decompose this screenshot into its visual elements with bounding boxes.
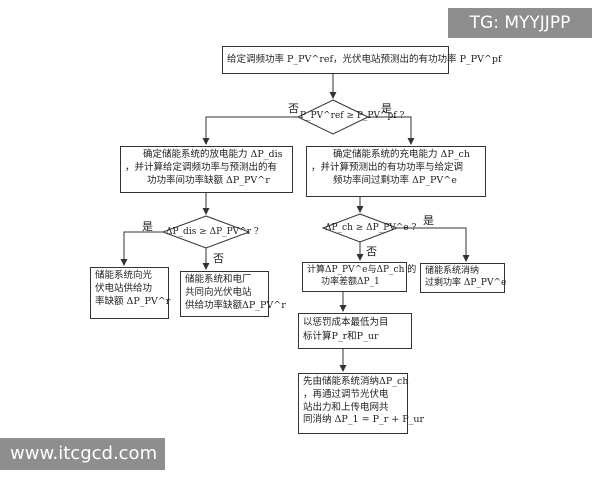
- ess-supply-line-3: 率缺额 ΔP_PV^r: [95, 295, 171, 307]
- decision-1-no-label: 否: [288, 102, 299, 115]
- ess-absorb-line-1: 储能系统消纳: [425, 266, 480, 276]
- decision-3-text: ΔP_ch ≥ ΔP_PV^e ?: [325, 223, 417, 233]
- ess-supply-box: 储能系统向光 伏电站供给功 率缺额 ΔP_PV^r: [90, 267, 171, 319]
- joint-supply-line-1: 储能系统和电厂: [185, 274, 252, 285]
- start-text: 给定调频功率 P_PV^ref，光伏电站预测出的有功功率 P_PV^pf: [227, 54, 502, 65]
- joint-supply-line-2: 共同向光伏电站: [185, 286, 252, 298]
- discharge-line-1: 确定储能系统的放电能力 ΔP_dis: [143, 149, 283, 160]
- watermark-bottom: www.itcgcd.com: [0, 438, 165, 470]
- charge-line-3: 频功率间过剩功率 ΔP_PV^e: [333, 174, 457, 186]
- final-absorb-line-1: 先由储能系统消纳ΔP_ch: [303, 376, 409, 387]
- decision-3-no-label: 否: [366, 245, 377, 258]
- final-absorb-line-4: 同消纳 ΔP_1 = P_r + P_ur: [303, 414, 425, 426]
- ess-absorb-line-2: 过剩功率 ΔP_PV^e: [425, 277, 507, 288]
- discharge-line-3: 功功率间功率缺额 ΔP_PV^r: [147, 174, 270, 186]
- ess-supply-line-2: 伏电站供给功: [95, 282, 153, 294]
- decision-1-text: P_PV^ref ≥ P_PV^pf ?: [300, 111, 405, 121]
- ess-supply-line-1: 储能系统向光: [95, 270, 153, 281]
- charge-line-1: 确定储能系统的充电能力 ΔP_ch: [333, 149, 470, 160]
- charge-capacity-box: 确定储能系统的充电能力 ΔP_ch ，并计算预测出的有功功率与给定调 频功率间过…: [306, 146, 486, 197]
- discharge-line-2: ，并计算给定调频功率与预测出的有: [125, 161, 278, 173]
- decision-3-yes-label: 是: [423, 214, 434, 227]
- charge-line-2: ，并计算预测出的有功功率与给定调: [311, 161, 464, 173]
- discharge-capacity-box: 确定储能系统的放电能力 ΔP_dis ，并计算给定调频功率与预测出的有 功功率间…: [120, 146, 293, 193]
- optimization-line-1: 以惩罚成本最低为目: [303, 317, 389, 328]
- power-difference-line-1: 计算ΔP_PV^e与ΔP_ch 的: [307, 265, 417, 275]
- ess-absorb-box: 储能系统消纳 过剩功率 ΔP_PV^e: [420, 263, 507, 293]
- start-box: 给定调频功率 P_PV^ref，光伏电站预测出的有功功率 P_PV^pf: [222, 46, 502, 74]
- decision-2-text: ΔP_dis ≥ ΔP_PV^r ?: [166, 227, 259, 237]
- power-difference-box: 计算ΔP_PV^e与ΔP_ch 的 功率差额ΔP_1: [302, 262, 417, 292]
- final-absorb-line-2: ，再通过调节光伏电: [303, 388, 389, 400]
- optimization-line-2: 标计算P_r和P_ur: [303, 330, 379, 342]
- joint-supply-box: 储能系统和电厂 共同向光伏电站 供给功率缺额ΔP_PV^r: [180, 271, 286, 317]
- decision-1-yes-label: 是: [381, 102, 392, 115]
- final-absorb-box: 先由储能系统消纳ΔP_ch ，再通过调节光伏电 站出力和上传电网共 同消纳 ΔP…: [298, 373, 425, 434]
- optimization-box: 以惩罚成本最低为目 标计算P_r和P_ur: [298, 313, 412, 349]
- joint-supply-line-3: 供给功率缺额ΔP_PV^r: [185, 299, 286, 311]
- final-absorb-line-3: 站出力和上传电网共: [303, 401, 389, 413]
- watermark-top: TG: MYYJJPP: [448, 8, 592, 38]
- decision-2-no-label: 否: [213, 252, 224, 265]
- power-difference-line-2: 功率差额ΔP_1: [321, 276, 380, 287]
- decision-2-yes-label: 是: [142, 220, 153, 233]
